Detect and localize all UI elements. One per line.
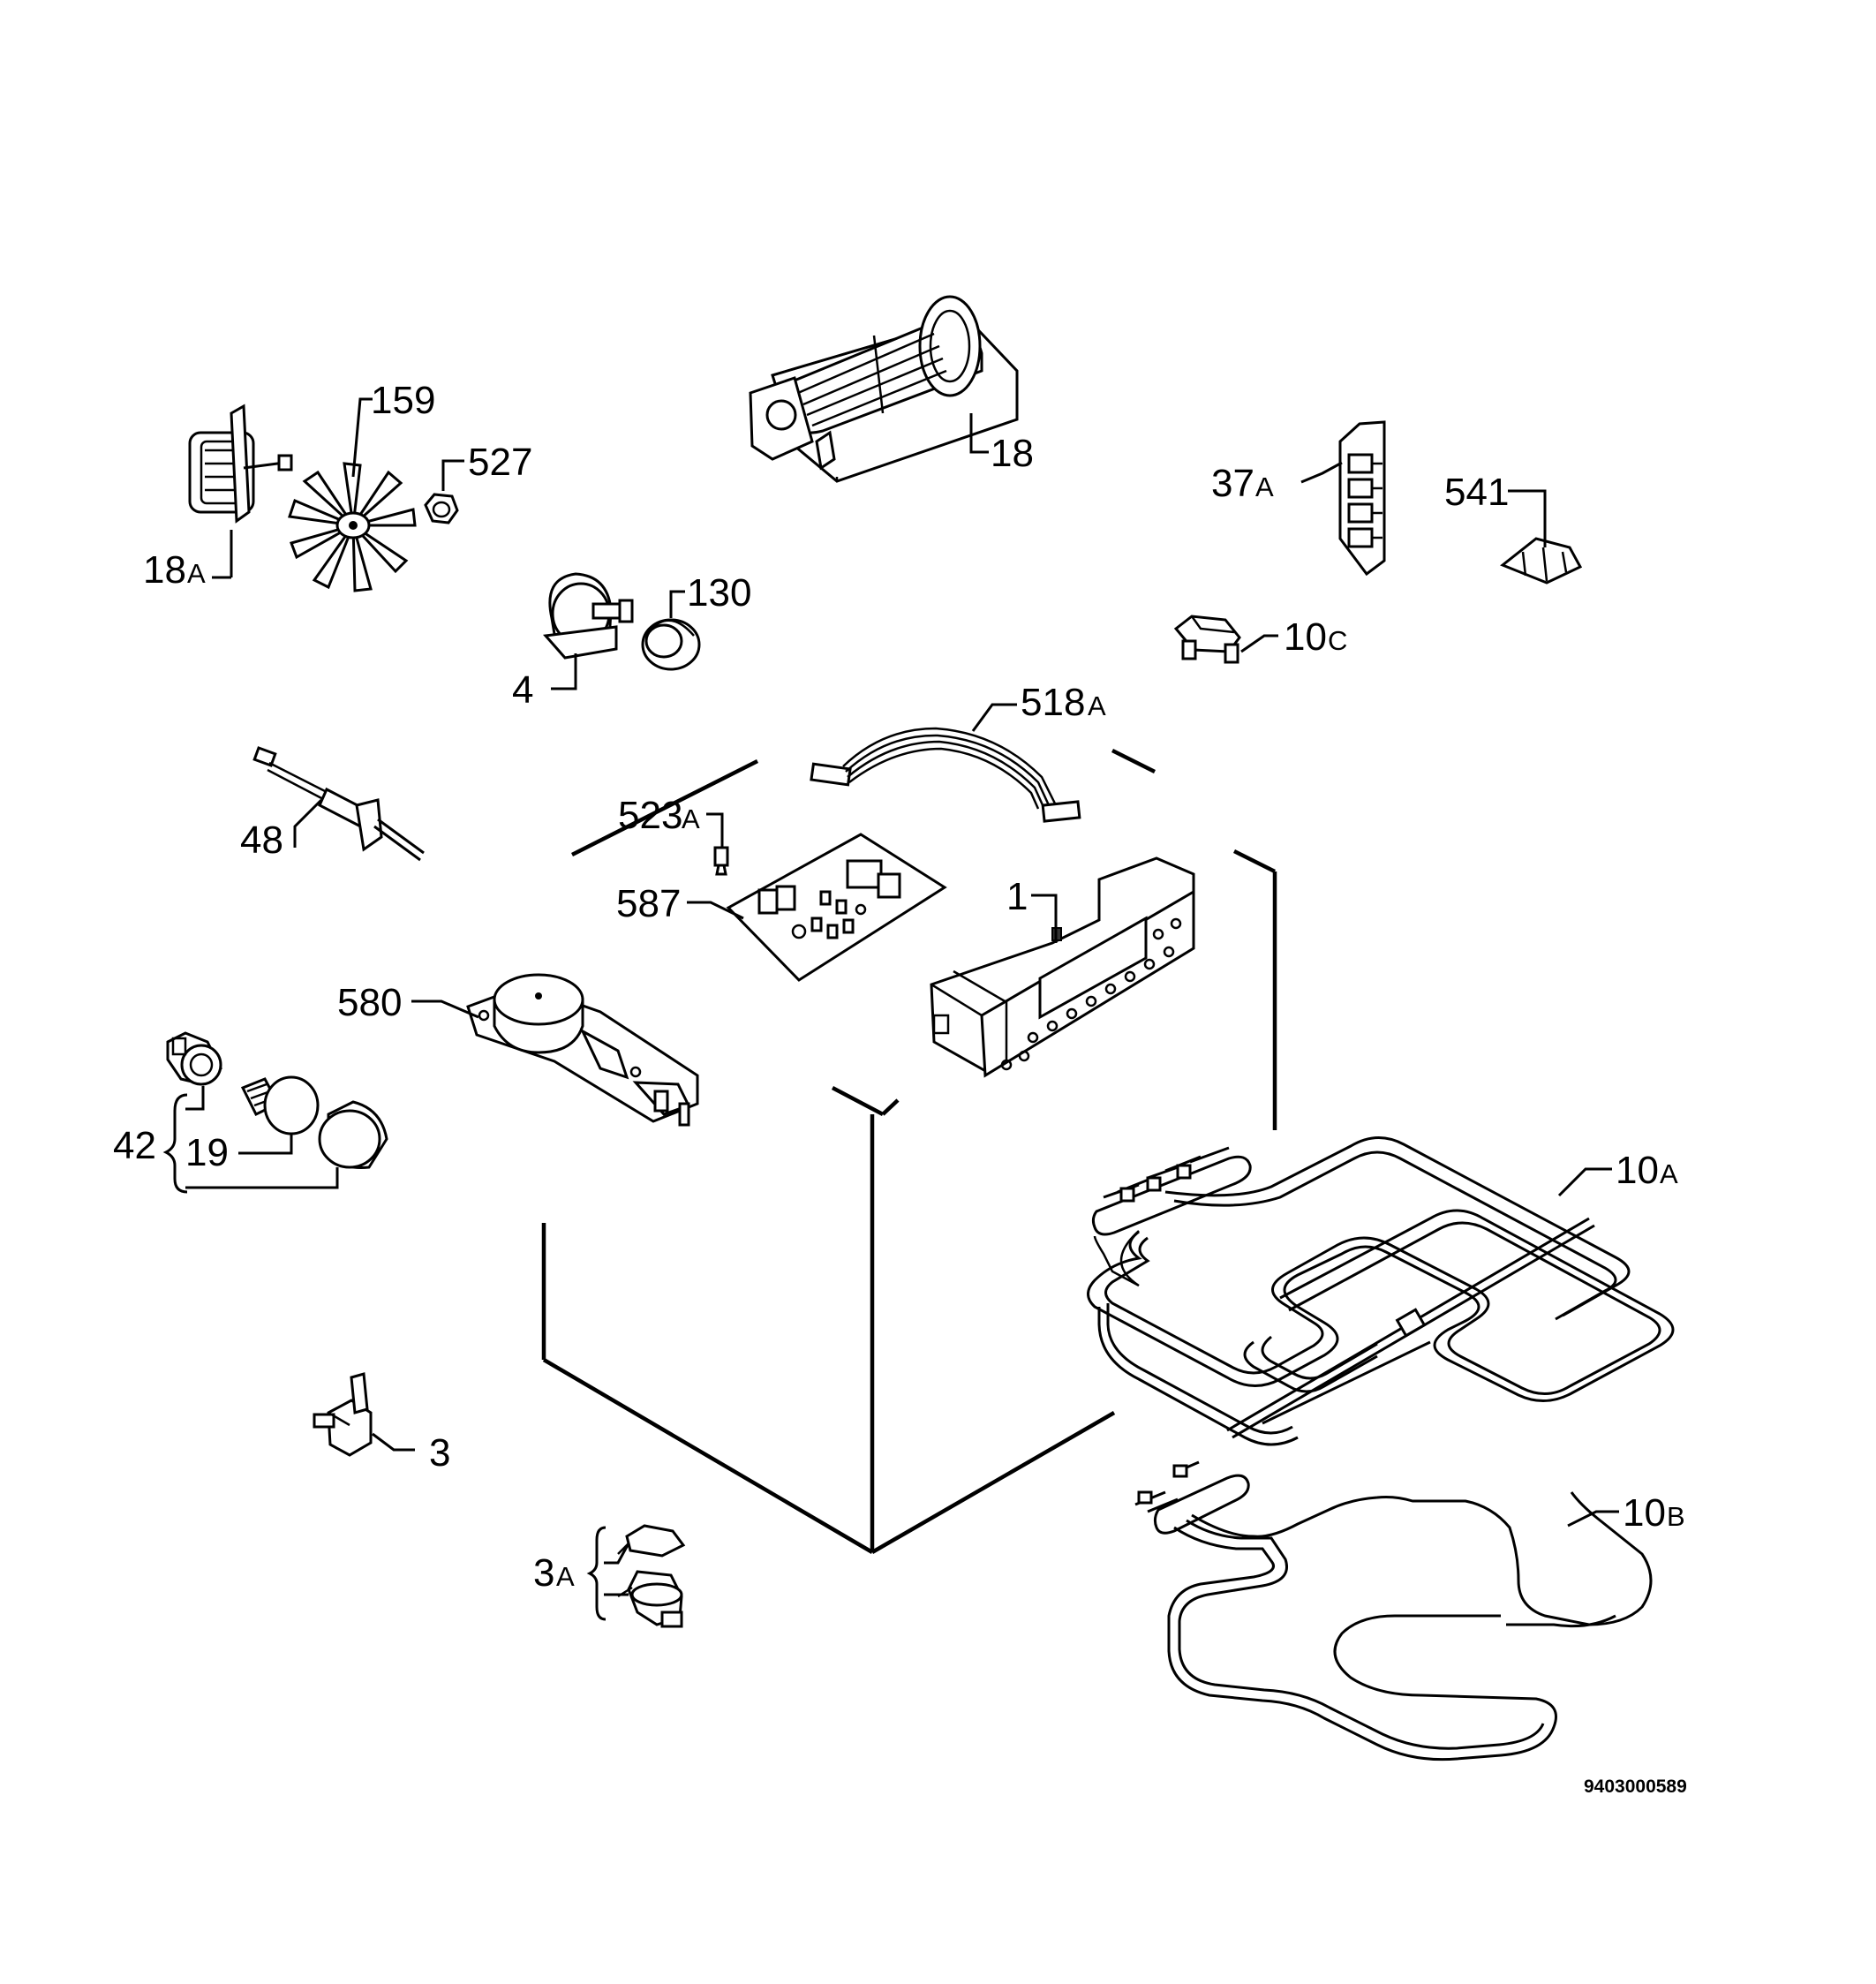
label-10C: 10 C xyxy=(1284,615,1347,659)
svg-text:18: 18 xyxy=(143,548,186,592)
svg-text:10: 10 xyxy=(1284,615,1327,659)
label-580: 580 xyxy=(337,981,402,1024)
part-523A-connector xyxy=(706,812,729,876)
part-18-tangential-fan xyxy=(749,295,1019,483)
label-523A: 523 A xyxy=(618,794,700,837)
svg-text:A: A xyxy=(187,558,206,589)
part-4-thermostat xyxy=(543,572,634,690)
part-3A-thermostat xyxy=(604,1524,686,1628)
label-37A: 37 A xyxy=(1211,462,1274,505)
part-3-fuse xyxy=(313,1372,415,1457)
svg-text:A: A xyxy=(682,803,700,834)
svg-text:A: A xyxy=(556,1561,575,1592)
svg-text:B: B xyxy=(1667,1501,1685,1532)
svg-text:10: 10 xyxy=(1616,1149,1659,1192)
part-159-fan xyxy=(288,397,417,592)
part-18A-motor xyxy=(188,404,293,579)
part-42-glass-cover xyxy=(185,1100,388,1189)
label-10B: 10 B xyxy=(1623,1491,1685,1535)
svg-text:A: A xyxy=(1660,1158,1678,1189)
label-541: 541 xyxy=(1444,471,1509,514)
label-159: 159 xyxy=(371,379,435,422)
part-10A-grill-element xyxy=(1087,1135,1675,1446)
part-10B-lower-element xyxy=(1134,1460,1653,1761)
part-1-control-panel xyxy=(930,856,1195,1078)
svg-text:C: C xyxy=(1328,625,1347,656)
label-10A: 10 A xyxy=(1616,1149,1678,1192)
part-518A-wire-harness xyxy=(810,703,1081,823)
part-580-motor xyxy=(411,973,699,1127)
label-4: 4 xyxy=(512,668,533,712)
brace-42 xyxy=(162,1093,188,1194)
part-19-bulb xyxy=(238,1075,320,1155)
svg-text:523: 523 xyxy=(618,794,682,837)
label-18A: 18 A xyxy=(143,548,206,592)
part-587-pcb xyxy=(687,833,947,982)
drawing-code: 9403000589 xyxy=(1584,1777,1687,1797)
label-1: 1 xyxy=(1006,875,1028,918)
svg-text:A: A xyxy=(1088,690,1106,721)
part-48-sensor xyxy=(252,746,425,862)
label-527: 527 xyxy=(468,441,532,484)
svg-text:3: 3 xyxy=(533,1551,554,1595)
label-42: 42 xyxy=(113,1124,156,1167)
label-48: 48 xyxy=(240,818,283,862)
label-19: 19 xyxy=(185,1131,229,1174)
part-42-lamp-holder xyxy=(166,1031,222,1111)
part-527-nut xyxy=(424,459,464,524)
label-587: 587 xyxy=(616,882,681,925)
svg-text:37: 37 xyxy=(1211,462,1254,505)
svg-text:10: 10 xyxy=(1623,1491,1666,1535)
oven-body-outline xyxy=(541,748,1277,1554)
svg-text:A: A xyxy=(1255,471,1274,502)
svg-text:518: 518 xyxy=(1021,681,1085,724)
part-10C-clip xyxy=(1173,615,1278,664)
label-130: 130 xyxy=(687,571,751,615)
brace-3A xyxy=(586,1526,606,1621)
part-130-bushing xyxy=(641,590,701,671)
label-518A: 518 A xyxy=(1021,681,1106,724)
part-541-connector xyxy=(1500,489,1583,585)
label-18: 18 xyxy=(991,432,1034,475)
part-37A-terminal-block xyxy=(1300,420,1386,577)
label-3A: 3 A xyxy=(533,1551,575,1595)
label-3: 3 xyxy=(429,1431,450,1475)
